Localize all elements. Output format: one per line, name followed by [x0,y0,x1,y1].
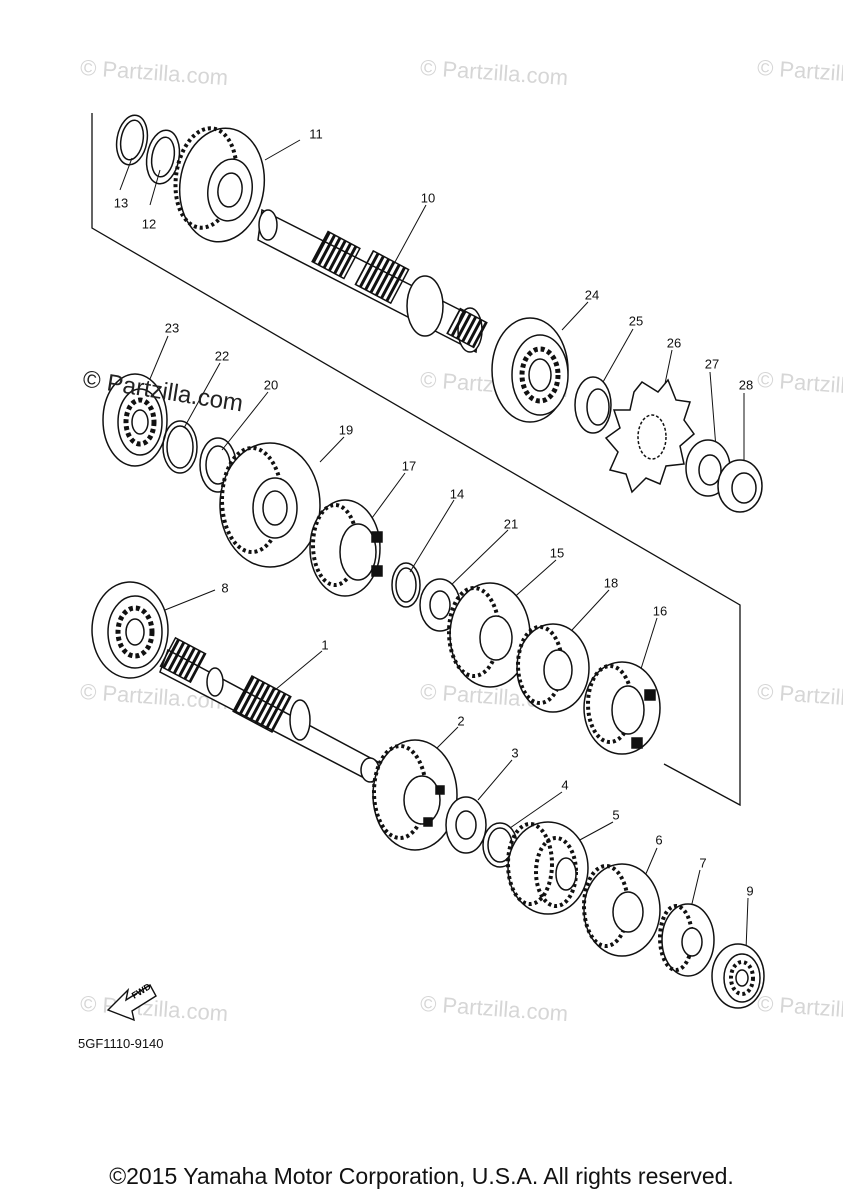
callout-8[interactable]: 8 [221,580,229,596]
part-19-gear [219,442,321,568]
part-15-gear [447,582,531,688]
callout-14[interactable]: 14 [449,486,465,502]
part-17-gear [309,499,383,597]
part-22-circlip [162,420,198,474]
callout-17[interactable]: 17 [401,458,417,474]
callout-15[interactable]: 15 [549,545,565,561]
part-9-bearing [711,943,765,1009]
callout-28[interactable]: 28 [738,377,754,393]
callout-1[interactable]: 1 [321,637,329,653]
callout-24[interactable]: 24 [584,287,600,303]
part-11-gear [173,126,266,243]
part-23-bearing [102,373,168,467]
callout-19[interactable]: 19 [338,422,354,438]
part-2-gear [372,739,458,851]
diagram-code: 5GF1110-9140 [78,1036,164,1051]
part-1-shaft [159,636,380,784]
callout-7[interactable]: 7 [699,855,707,871]
part-5-gear [506,821,589,915]
callout-9[interactable]: 9 [746,883,754,899]
forward-direction-arrow-icon [106,984,157,1022]
part-6-gear [582,863,661,957]
callout-4[interactable]: 4 [561,777,569,793]
callout-12[interactable]: 12 [141,216,157,232]
part-25-oil-seal [574,376,612,434]
callout-6[interactable]: 6 [655,832,663,848]
part-18-gear [516,623,590,713]
part-28-collar [717,459,763,513]
part-16-gear [583,661,661,755]
part-10-shaft [257,208,488,354]
callout-13[interactable]: 13 [113,195,129,211]
callout-18[interactable]: 18 [603,575,619,591]
part-21-washer [419,578,461,632]
part-8-bearing [91,581,169,679]
callout-20[interactable]: 20 [263,377,279,393]
callout-25[interactable]: 25 [628,313,644,329]
callout-21[interactable]: 21 [503,516,519,532]
callout-27[interactable]: 27 [704,356,720,372]
part-3-washer [445,796,487,854]
assembly-frame [91,113,741,807]
part-14-circlip [391,562,421,608]
callout-26[interactable]: 26 [666,335,682,351]
callout-2[interactable]: 2 [457,713,465,729]
callout-16[interactable]: 16 [652,603,668,619]
callout-10[interactable]: 10 [420,190,436,206]
callout-23[interactable]: 23 [164,320,180,336]
part-24-bearing [491,317,569,423]
part-12-washer [145,129,181,185]
copyright-notice: ©2015 Yamaha Motor Corporation, U.S.A. A… [109,1163,734,1189]
callout-22[interactable]: 22 [214,348,230,364]
callout-5[interactable]: 5 [612,807,620,823]
part-26-sprocket [604,378,696,494]
part-7-gear [658,903,715,977]
part-13-circlip [115,114,149,166]
callout-3[interactable]: 3 [511,745,519,761]
callout-11[interactable]: 11 [309,126,323,142]
